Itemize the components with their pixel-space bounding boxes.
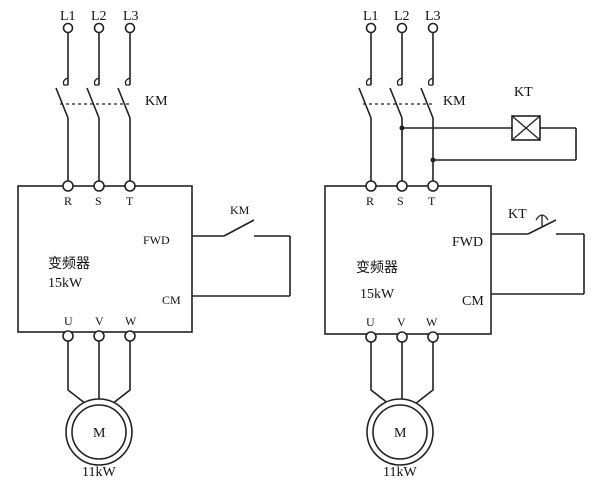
right-cm-label: CM bbox=[462, 294, 484, 309]
left-phase-l2-label: L2 bbox=[91, 9, 107, 24]
right-output-terminal-u bbox=[365, 331, 377, 343]
right-inverter-name: 变频器 bbox=[356, 260, 398, 276]
right-output-terminal-w bbox=[427, 331, 439, 343]
right-output-label-w: W bbox=[426, 315, 438, 329]
left-output-terminal-w bbox=[124, 330, 136, 342]
right-input-terminal-s bbox=[396, 180, 408, 192]
right-contactor-label: KM bbox=[443, 94, 466, 109]
right-output-terminal-v bbox=[396, 331, 408, 343]
right-fwd-contact-label: KT bbox=[508, 207, 527, 222]
right-output-label-v: V bbox=[397, 315, 406, 329]
left-phase-l3-label: L3 bbox=[123, 9, 139, 24]
right-output-label-u: U bbox=[366, 315, 375, 329]
right-input-label-r: R bbox=[366, 194, 374, 208]
left-output-terminal-u bbox=[62, 330, 74, 342]
left-inverter-power: 15kW bbox=[48, 276, 83, 291]
left-output-label-u: U bbox=[64, 314, 73, 328]
left-motor-power: 11kW bbox=[82, 465, 116, 480]
right-inverter-box bbox=[324, 185, 492, 335]
left-motor-label: M bbox=[93, 426, 106, 441]
right-motor-leads bbox=[370, 342, 434, 405]
left-motor-leads bbox=[67, 341, 131, 405]
left-supply-wires bbox=[62, 33, 131, 86]
left-contactor-contacts bbox=[55, 87, 131, 119]
right-input-label-t: T bbox=[428, 194, 436, 208]
right-supply-terminal-l3 bbox=[427, 22, 439, 34]
right-phase-l2-label: L2 bbox=[394, 9, 410, 24]
left-fwd-contact-label: KM bbox=[230, 203, 250, 217]
left-input-label-t: T bbox=[126, 194, 134, 208]
right-supply-terminal-l1 bbox=[365, 22, 377, 34]
left-input-label-r: R bbox=[64, 194, 72, 208]
right-fwd-loop bbox=[491, 214, 585, 295]
left-input-terminal-s bbox=[93, 180, 105, 192]
right-timer-coil-wiring bbox=[399, 125, 577, 163]
left-fwd-loop bbox=[192, 219, 291, 297]
left-cm-label: CM bbox=[162, 293, 181, 307]
right-input-label-s: S bbox=[397, 194, 404, 208]
left-motor-inner bbox=[71, 404, 127, 460]
left-output-label-v: V bbox=[95, 314, 104, 328]
left-input-terminal-r bbox=[62, 180, 74, 192]
left-inverter-name: 变频器 bbox=[48, 256, 90, 272]
right-input-terminal-r bbox=[365, 180, 377, 192]
left-contactor-label: KM bbox=[145, 94, 168, 109]
right-supply-wires bbox=[365, 33, 434, 86]
right-circuit: L1 L2 L3 KM bbox=[324, 9, 585, 480]
left-inverter-box bbox=[17, 185, 193, 333]
right-timer-coil bbox=[511, 115, 541, 141]
right-inverter-power: 15kW bbox=[360, 287, 395, 302]
left-circuit: L1 L2 L3 KM bbox=[17, 9, 291, 480]
left-supply-terminal-l2 bbox=[93, 22, 105, 34]
right-fwd-label: FWD bbox=[452, 235, 483, 250]
left-output-terminal-v bbox=[93, 330, 105, 342]
left-supply-terminal-l3 bbox=[124, 22, 136, 34]
left-input-terminal-t bbox=[124, 180, 136, 192]
right-input-terminal-t bbox=[427, 180, 439, 192]
right-phase-l3-label: L3 bbox=[425, 9, 441, 24]
right-phase-l1-label: L1 bbox=[363, 9, 379, 24]
left-phase-l1-label: L1 bbox=[60, 9, 76, 24]
left-output-label-w: W bbox=[125, 314, 137, 328]
right-motor-label: M bbox=[394, 426, 407, 441]
left-supply-terminal-l1 bbox=[62, 22, 74, 34]
left-input-label-s: S bbox=[95, 194, 102, 208]
right-contactor-contacts bbox=[358, 87, 434, 119]
right-timer-coil-label: KT bbox=[514, 85, 533, 100]
left-fwd-label: FWD bbox=[143, 233, 170, 247]
right-motor-inner bbox=[372, 404, 428, 460]
right-supply-terminal-l2 bbox=[396, 22, 408, 34]
right-motor-power: 11kW bbox=[383, 465, 417, 480]
